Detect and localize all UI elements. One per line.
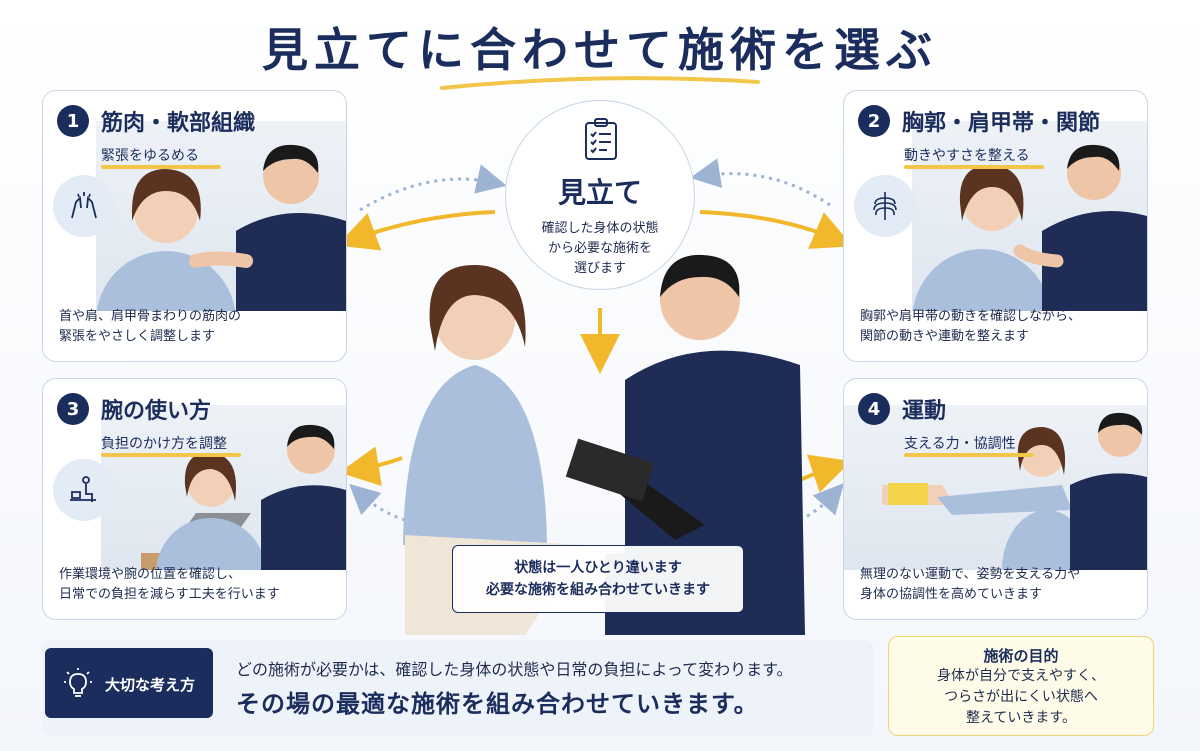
card-exercise: 4 運動 支える力・協調性 無理のない運動で、姿勢を支える力や 身体の協調性を高… [843, 378, 1148, 620]
callout-line: 必要な施術を組み合わせていきます [486, 582, 710, 598]
photo-exercise-band [844, 405, 1147, 570]
title-underline [440, 76, 760, 90]
photo-neck-massage [96, 121, 346, 311]
card-thorax-shoulder-joint: 2 胸郭・肩甲帯・関節 動きやすさを整える 胸郭や肩甲帯の動きを確認しながら、 … [843, 90, 1148, 362]
card-subtitle: 緊張をゆるめる [101, 148, 199, 164]
arrow-to-card-3 [339, 446, 403, 486]
card-subtitle: 支える力・協調性 [904, 436, 1016, 452]
assessment-circle: 見立て 確認した身体の状態 から必要な施術を 選びます [505, 100, 695, 290]
page-title: 見立てに合わせて施術を選ぶ [262, 23, 938, 77]
desk-worker-icon [53, 459, 115, 521]
card-desc-line: 首や肩、肩甲骨まわりの筋肉の [59, 309, 242, 324]
purpose-box: 施術の目的 身体が自分で支えやすく、 つらさが出にくい状態へ 整えていきます。 [888, 636, 1154, 736]
dotted-arrow-card-2 [690, 158, 831, 207]
purpose-text: 身体が自分で支えやすく、 つらさが出にくい状態へ 整えていきます。 [889, 666, 1153, 729]
assessment-title: 見立て [557, 176, 642, 209]
hands-icon [53, 175, 115, 237]
card-number: 4 [858, 393, 890, 425]
ribcage-icon [854, 175, 916, 237]
clipboard-checklist-icon [585, 118, 617, 160]
card-desc-line: 日常での負担を減らす工夫を行います [59, 587, 280, 602]
dotted-arrow-card-1 [359, 164, 507, 212]
card-description: 作業環境や腕の位置を確認し、 日常での負担を減らす工夫を行います [59, 565, 280, 605]
card-description: 胸郭や肩甲帯の動きを確認しながら、 関節の動きや連動を整えます [860, 307, 1081, 347]
arrow-to-card-4 [799, 454, 852, 493]
card-subtitle: 負担のかけ方を調整 [101, 436, 227, 452]
card-desc-line: 身体の協調性を高めていきます [860, 587, 1043, 602]
card-title: 運動 [902, 399, 947, 424]
purpose-title: 施術の目的 [983, 647, 1059, 665]
card-desc-line: 無理のない運動で、姿勢を支える力や [860, 567, 1081, 582]
card-desc-line: 胸郭や肩甲帯の動きを確認しながら、 [860, 309, 1082, 324]
key-idea-badge: 大切な考え方 [45, 648, 213, 718]
arrow-to-card-1 [336, 210, 496, 251]
photo-desk-work [101, 405, 346, 570]
key-idea-text: どの施術が必要かは、確認した身体の状態や日常の負担によって変わります。 [236, 660, 793, 679]
card-muscle-soft-tissue: 1 筋肉・軟部組織 緊張をゆるめる 首や肩、肩甲骨まわりの筋肉の 緊張をやさしく… [42, 90, 347, 362]
card-arm-usage: 3 腕の使い方 負担のかけ方を調整 作業環境や腕の位置を確認し、 日常での負担を… [42, 378, 347, 620]
dotted-arrow-card-3 [349, 483, 406, 522]
key-idea-label: 大切な考え方 [105, 676, 196, 694]
card-desc-line: 緊張をやさしく調整します [59, 329, 216, 344]
key-idea-headline: その場の最適な施術を組み合わせていきます。 [236, 690, 759, 718]
card-title: 筋肉・軟部組織 [101, 111, 256, 136]
purpose-line: 身体が自分で支えやすく、 [937, 668, 1105, 684]
card-subtitle: 動きやすさを整える [904, 148, 1030, 164]
arrow-to-card-2 [699, 210, 853, 249]
card-number: 3 [57, 393, 89, 425]
assessment-desc-line: 確認した身体の状態 [541, 221, 659, 236]
card-number: 2 [858, 105, 890, 137]
card-title: 腕の使い方 [101, 399, 212, 424]
callout-line: 状態は一人ひとり違います [514, 560, 682, 576]
subtitle-underline [101, 453, 241, 457]
subtitle-underline [101, 165, 221, 169]
card-description: 無理のない運動で、姿勢を支える力や 身体の協調性を高めていきます [860, 565, 1080, 605]
card-desc-line: 関節の動きや連動を整えます [860, 329, 1030, 344]
assessment-description: 確認した身体の状態 から必要な施術を 選びます [506, 219, 694, 279]
assessment-desc-line: から必要な施術を [547, 241, 652, 256]
individual-callout: 状態は一人ひとり違います 必要な施術を組み合わせていきます [452, 545, 744, 613]
lightbulb-icon [64, 668, 92, 697]
card-desc-line: 作業環境や腕の位置を確認し、 [59, 567, 242, 582]
purpose-line: 整えていきます。 [966, 710, 1076, 726]
card-description: 首や肩、肩甲骨まわりの筋肉の 緊張をやさしく調整します [59, 307, 241, 347]
card-title: 胸郭・肩甲帯・関節 [902, 111, 1101, 136]
photo-shoulder-adjust [912, 121, 1147, 311]
purpose-line: つらさが出にくい状態へ [944, 689, 1098, 705]
assessment-desc-line: 選びます [573, 261, 626, 276]
card-number: 1 [57, 105, 89, 137]
subtitle-underline [904, 453, 1034, 457]
subtitle-underline [904, 165, 1044, 169]
dotted-arrow-card-4 [799, 483, 844, 522]
